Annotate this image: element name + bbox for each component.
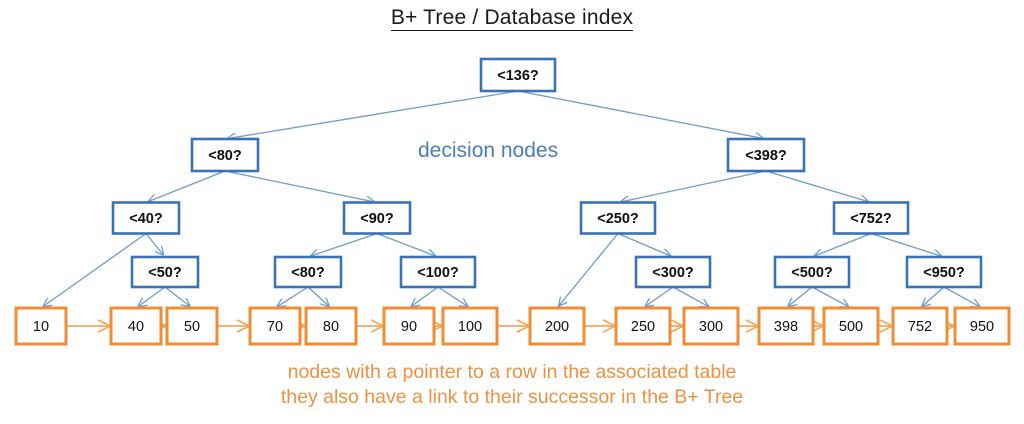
tree-edge bbox=[164, 286, 190, 306]
decision-node-label: <752? bbox=[850, 211, 892, 227]
decision-node[interactable]: <300? bbox=[634, 255, 712, 289]
decision-node[interactable]: <80? bbox=[273, 255, 343, 289]
leaf-node-label: 50 bbox=[184, 319, 200, 335]
tree-edge bbox=[43, 232, 147, 307]
page-title: B+ Tree / Database index bbox=[0, 6, 1024, 31]
decision-nodes-annotation: decision nodes bbox=[418, 139, 559, 162]
decision-node[interactable]: <90? bbox=[342, 201, 412, 235]
decision-node[interactable]: <50? bbox=[130, 255, 200, 289]
leaf-node-label: 950 bbox=[970, 319, 994, 335]
decision-node[interactable]: <40? bbox=[111, 201, 181, 235]
tree-edge bbox=[788, 286, 813, 306]
leaf-node-label: 90 bbox=[401, 319, 417, 335]
leaf-nodes-layer: 10 40 50 70 80 90 100 200 250 300 398 500 752 950 bbox=[14, 306, 1011, 346]
tree-edge bbox=[765, 170, 868, 202]
leaf-node[interactable]: 500 bbox=[822, 306, 880, 346]
tree-edge bbox=[672, 286, 708, 307]
tree-edge bbox=[922, 286, 945, 306]
tree-edge bbox=[149, 170, 226, 201]
leaf-node[interactable]: 752 bbox=[891, 306, 949, 346]
decision-node-label: <40? bbox=[129, 211, 163, 227]
page-title-text: B+ Tree / Database index bbox=[390, 6, 634, 31]
decision-node-label: <80? bbox=[291, 265, 325, 281]
caption-line-2: they also have a link to their successor… bbox=[280, 386, 744, 408]
tree-edge bbox=[411, 286, 439, 306]
tree-edges-layer bbox=[43, 90, 979, 307]
decision-node-label: <300? bbox=[652, 265, 694, 281]
leaf-node[interactable]: 70 bbox=[248, 306, 302, 346]
tree-edge bbox=[617, 232, 670, 256]
tree-edge bbox=[307, 286, 329, 306]
tree-edge bbox=[278, 286, 309, 306]
decision-node-label: <90? bbox=[360, 211, 394, 227]
decision-node[interactable]: <250? bbox=[579, 201, 657, 235]
decision-node[interactable]: <100? bbox=[399, 255, 477, 289]
leaf-node-label: 752 bbox=[908, 319, 932, 335]
leaf-node-label: 80 bbox=[323, 319, 339, 335]
leaf-node-label: 40 bbox=[128, 319, 144, 335]
decision-node-label: <500? bbox=[791, 265, 833, 281]
decision-node[interactable]: <136? bbox=[479, 57, 557, 93]
leaf-node-label: 200 bbox=[545, 319, 569, 335]
tree-edge bbox=[811, 286, 848, 307]
leaf-node-label: 250 bbox=[631, 319, 655, 335]
tree-edge bbox=[621, 170, 767, 202]
leaf-node[interactable]: 80 bbox=[304, 306, 358, 346]
leaf-node[interactable]: 50 bbox=[165, 306, 219, 346]
leaf-node-label: 300 bbox=[699, 319, 723, 335]
decision-node-label: <250? bbox=[597, 211, 639, 227]
tree-edge bbox=[645, 286, 674, 306]
leaf-node-label: 70 bbox=[267, 319, 283, 335]
decision-node-label: <50? bbox=[148, 265, 182, 281]
decision-node[interactable]: <752? bbox=[832, 201, 910, 235]
leaf-node[interactable]: 250 bbox=[614, 306, 672, 346]
leaf-node[interactable]: 40 bbox=[109, 306, 163, 346]
decision-node[interactable]: <80? bbox=[190, 137, 260, 173]
tree-edge bbox=[559, 233, 619, 306]
decision-node[interactable]: <950? bbox=[905, 255, 983, 289]
tree-edge bbox=[943, 286, 979, 307]
leaf-node-label: 500 bbox=[839, 319, 863, 335]
decision-node[interactable]: <500? bbox=[773, 255, 851, 289]
decision-node-label: <80? bbox=[208, 148, 242, 164]
leaf-node[interactable]: 950 bbox=[953, 306, 1011, 346]
tree-edge bbox=[437, 286, 467, 306]
tree-edge bbox=[815, 232, 872, 256]
tree-edge bbox=[311, 232, 378, 257]
tree-edge bbox=[517, 90, 763, 138]
leaf-node[interactable]: 300 bbox=[682, 306, 740, 346]
decision-node-label: <136? bbox=[497, 68, 539, 84]
leaf-node[interactable]: 200 bbox=[528, 306, 586, 346]
leaf-nodes-caption: nodes with a pointer to a row in the ass… bbox=[0, 360, 1024, 410]
decision-node-label: <100? bbox=[417, 265, 459, 281]
leaf-node-label: 100 bbox=[458, 319, 482, 335]
leaf-node[interactable]: 10 bbox=[14, 306, 68, 346]
tree-edge bbox=[145, 233, 163, 255]
caption-line-1: nodes with a pointer to a row in the ass… bbox=[287, 361, 737, 383]
leaf-node-label: 398 bbox=[774, 319, 798, 335]
tree-edge bbox=[376, 232, 435, 256]
decision-node[interactable]: <398? bbox=[726, 137, 806, 173]
tree-edge bbox=[870, 232, 941, 257]
decision-node-label: <398? bbox=[745, 148, 787, 164]
leaf-node-label: 10 bbox=[33, 319, 49, 335]
leaf-node[interactable]: 398 bbox=[757, 306, 815, 346]
tree-edge bbox=[138, 286, 166, 306]
leaf-node[interactable]: 100 bbox=[441, 306, 499, 346]
tree-edge bbox=[228, 90, 519, 139]
decision-nodes-layer: <136? <80? <398? <40? <90? <250? <752? <50? <80?… bbox=[111, 57, 983, 289]
tree-edge bbox=[224, 170, 374, 202]
decision-node-label: <950? bbox=[923, 265, 965, 281]
leaf-node[interactable]: 90 bbox=[382, 306, 436, 346]
